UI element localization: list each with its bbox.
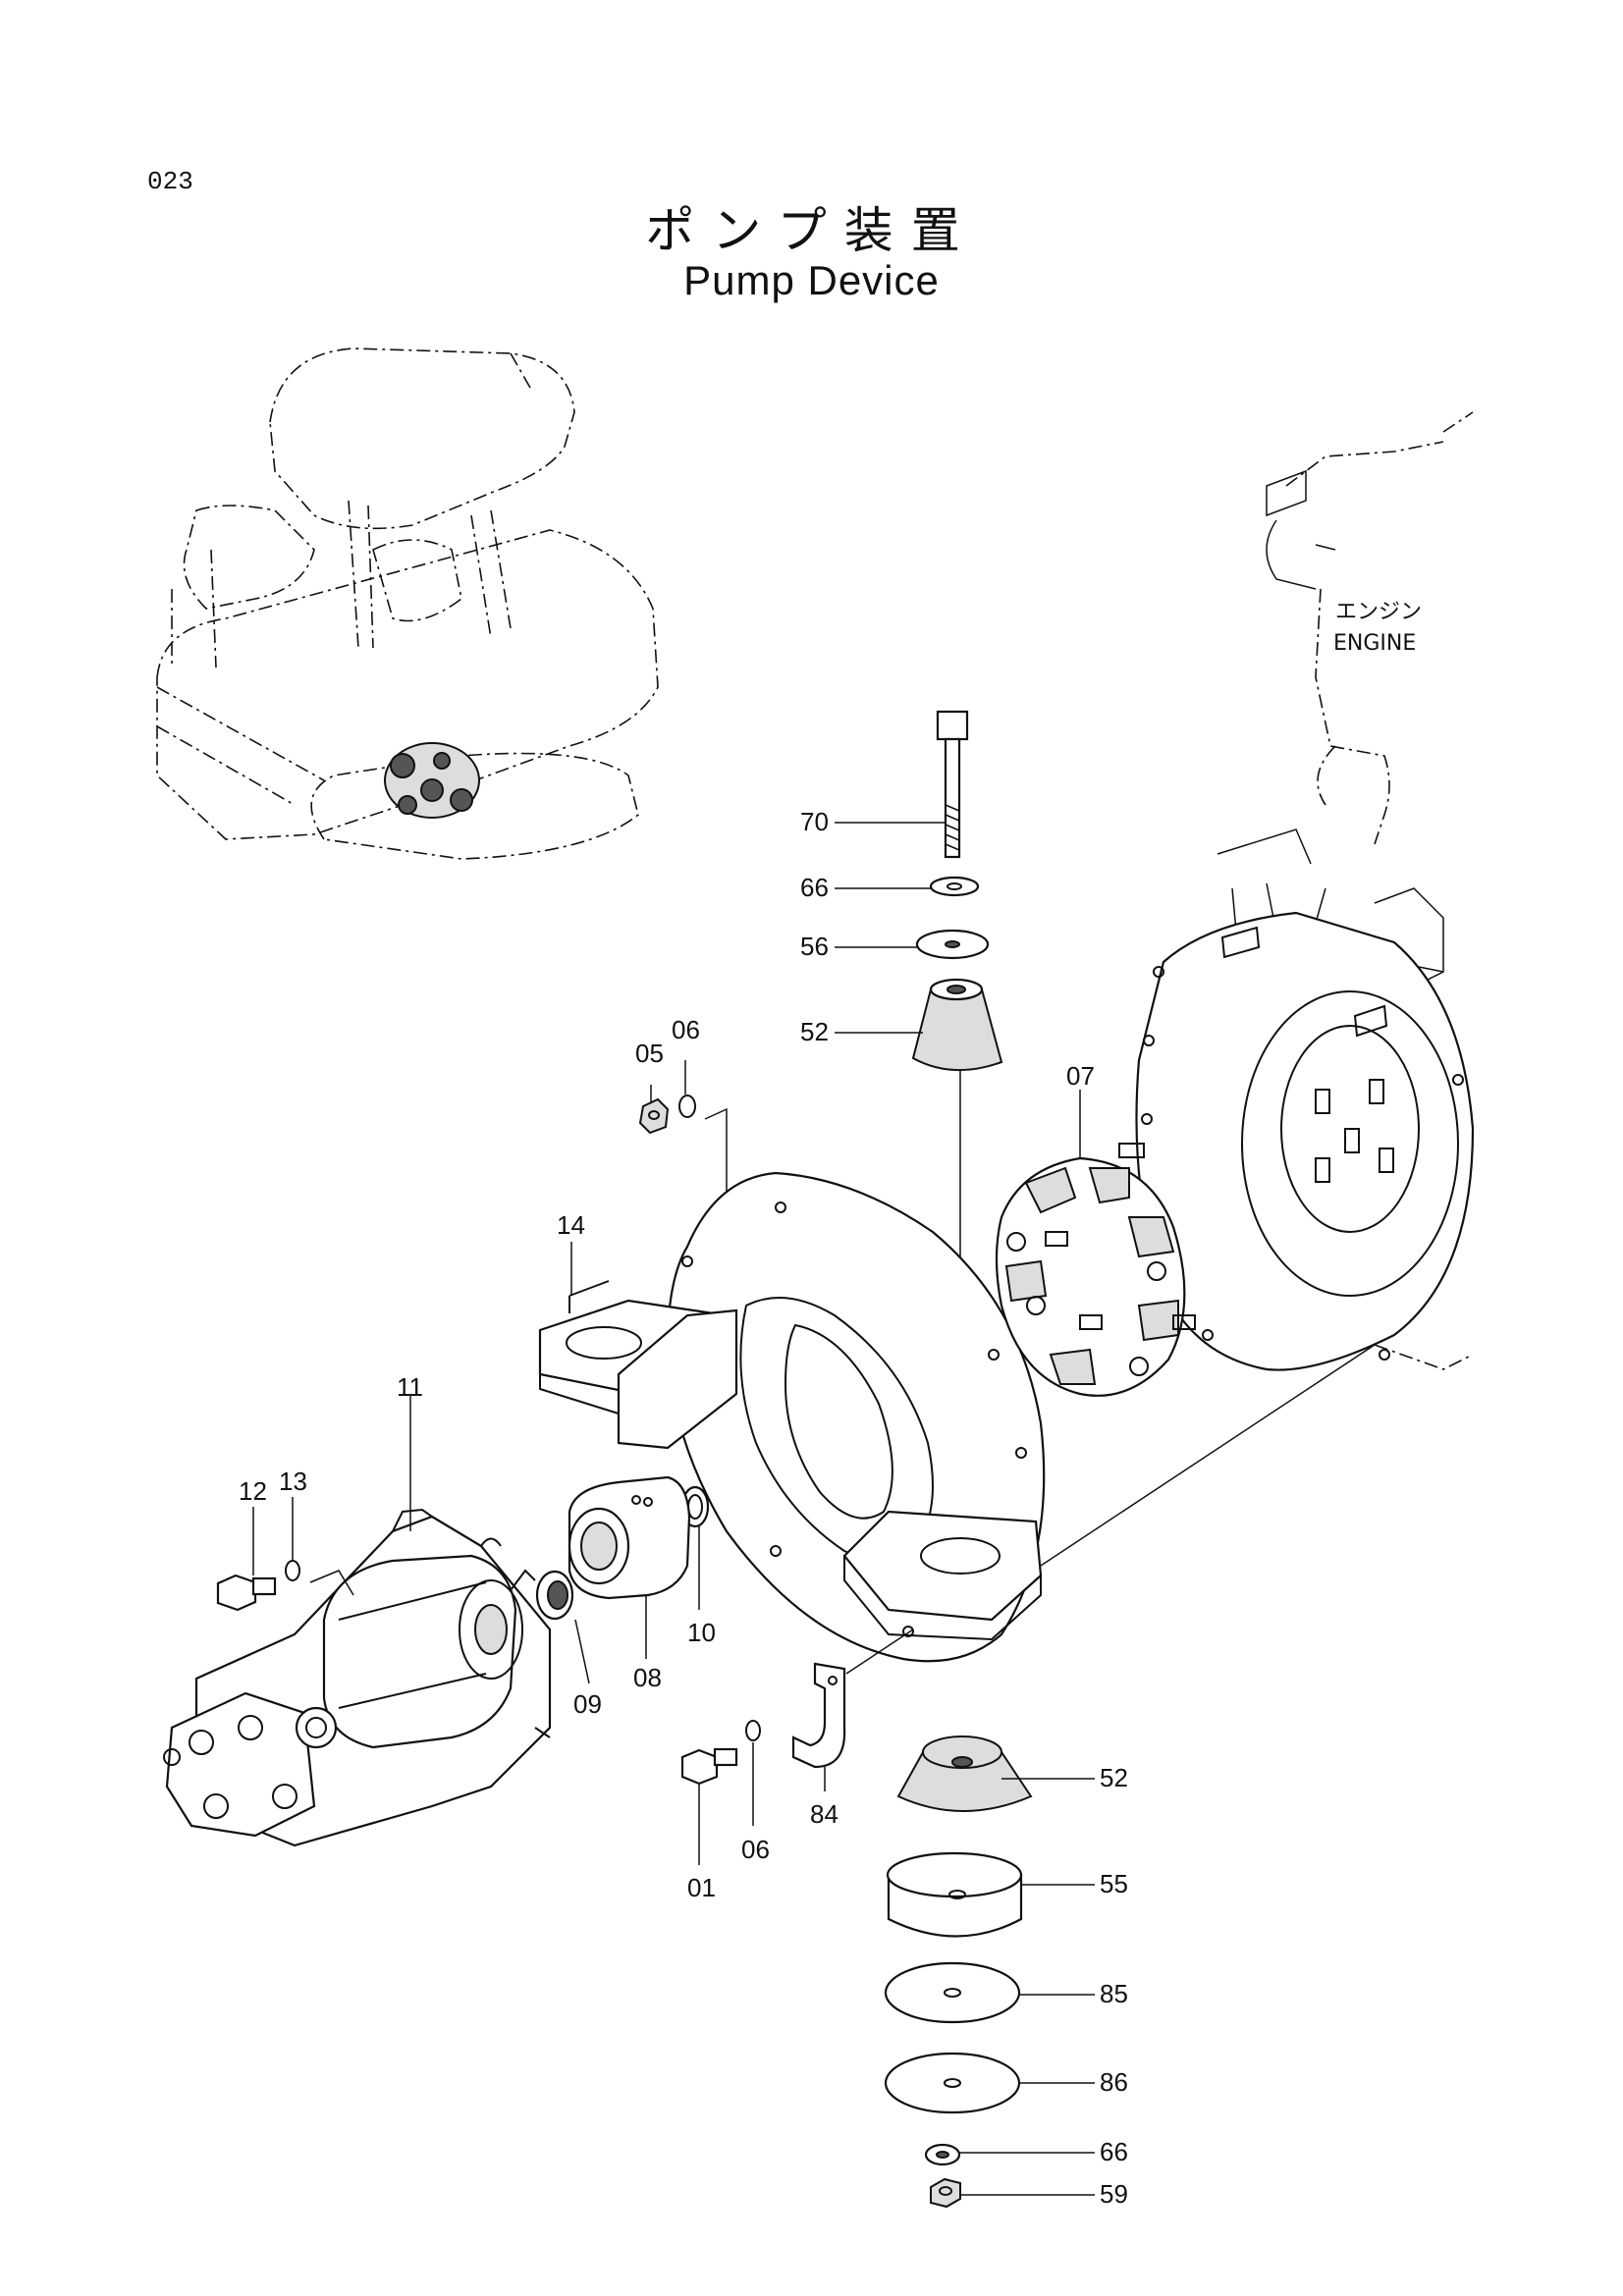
callout-13: 13 [279,1467,307,1496]
callout-06-lower: 06 [741,1835,770,1864]
part-05-nut [638,1097,670,1135]
callout-56: 56 [800,932,829,961]
callout-labels: 70 66 56 52 05 06 07 14 11 12 13 10 09 0… [239,807,1128,2209]
part-13-washer [285,1560,300,1581]
callout-86: 86 [1100,2067,1128,2097]
part-66-washer-upper [929,876,980,897]
machine-overview-illustration [156,347,659,860]
clip-leader-line [845,1629,914,1675]
part-70-bolt [936,710,969,859]
part-55-cup [886,1851,1023,1938]
engine-label-japanese: エンジン [1335,600,1422,624]
page-number: 023 [147,167,193,196]
leader-lines [252,822,1095,2196]
part-52-rubber-mount-upper [911,978,1003,1071]
callout-52-upper: 52 [800,1017,829,1046]
engine-label-english: ENGINE [1333,631,1416,656]
part-06-washer-lower [745,1720,761,1741]
callout-84: 84 [810,1799,839,1829]
callout-12: 12 [239,1476,267,1506]
callout-11: 11 [397,1372,423,1402]
pump-location-highlight [384,742,480,819]
pump-mounting-plate [666,1171,1046,1663]
part-06-washer-upper [678,1095,696,1118]
part-08-spacer [568,1475,691,1600]
part-85-plate [884,1961,1021,2024]
callout-52-lower: 52 [1100,1763,1128,1792]
callout-09: 09 [573,1689,602,1719]
callout-08: 08 [633,1663,662,1692]
callout-66-upper: 66 [800,873,829,902]
part-11-hydraulic-pump [163,1508,552,1847]
plate-to-engine-line [1040,1344,1376,1567]
part-59-nut [930,2177,961,2209]
part-09-seal [535,1570,574,1621]
callout-66-lower: 66 [1100,2137,1128,2166]
pump-leader-line [309,1570,354,1596]
callout-85: 85 [1100,1979,1128,2008]
callout-07: 07 [1066,1061,1095,1091]
part-12-bolt [216,1574,277,1612]
callout-06-upper: 06 [672,1015,700,1044]
part-01-bolt [680,1747,738,1786]
page-title-japanese: ポンプ装置 [645,202,978,259]
part-14-bracket [538,1280,738,1450]
callout-59: 59 [1100,2179,1128,2209]
engine-illustration: エンジン ENGINE [1135,411,1475,1371]
part-86-plate [884,2052,1021,2114]
part-52-rubber-mount-lower [896,1735,1033,1812]
part-66-washer-lower [924,2143,961,2166]
callout-70: 70 [800,807,829,836]
callout-01: 01 [687,1873,716,1902]
page-title-english: Pump Device [683,257,940,303]
callout-10: 10 [687,1618,716,1647]
callout-05: 05 [635,1039,664,1068]
part-56-plate [915,929,990,960]
part-84-clip [791,1662,846,1769]
callout-14: 14 [557,1210,585,1240]
part-07-coupling [995,1143,1196,1397]
callout-55: 55 [1100,1869,1128,1898]
